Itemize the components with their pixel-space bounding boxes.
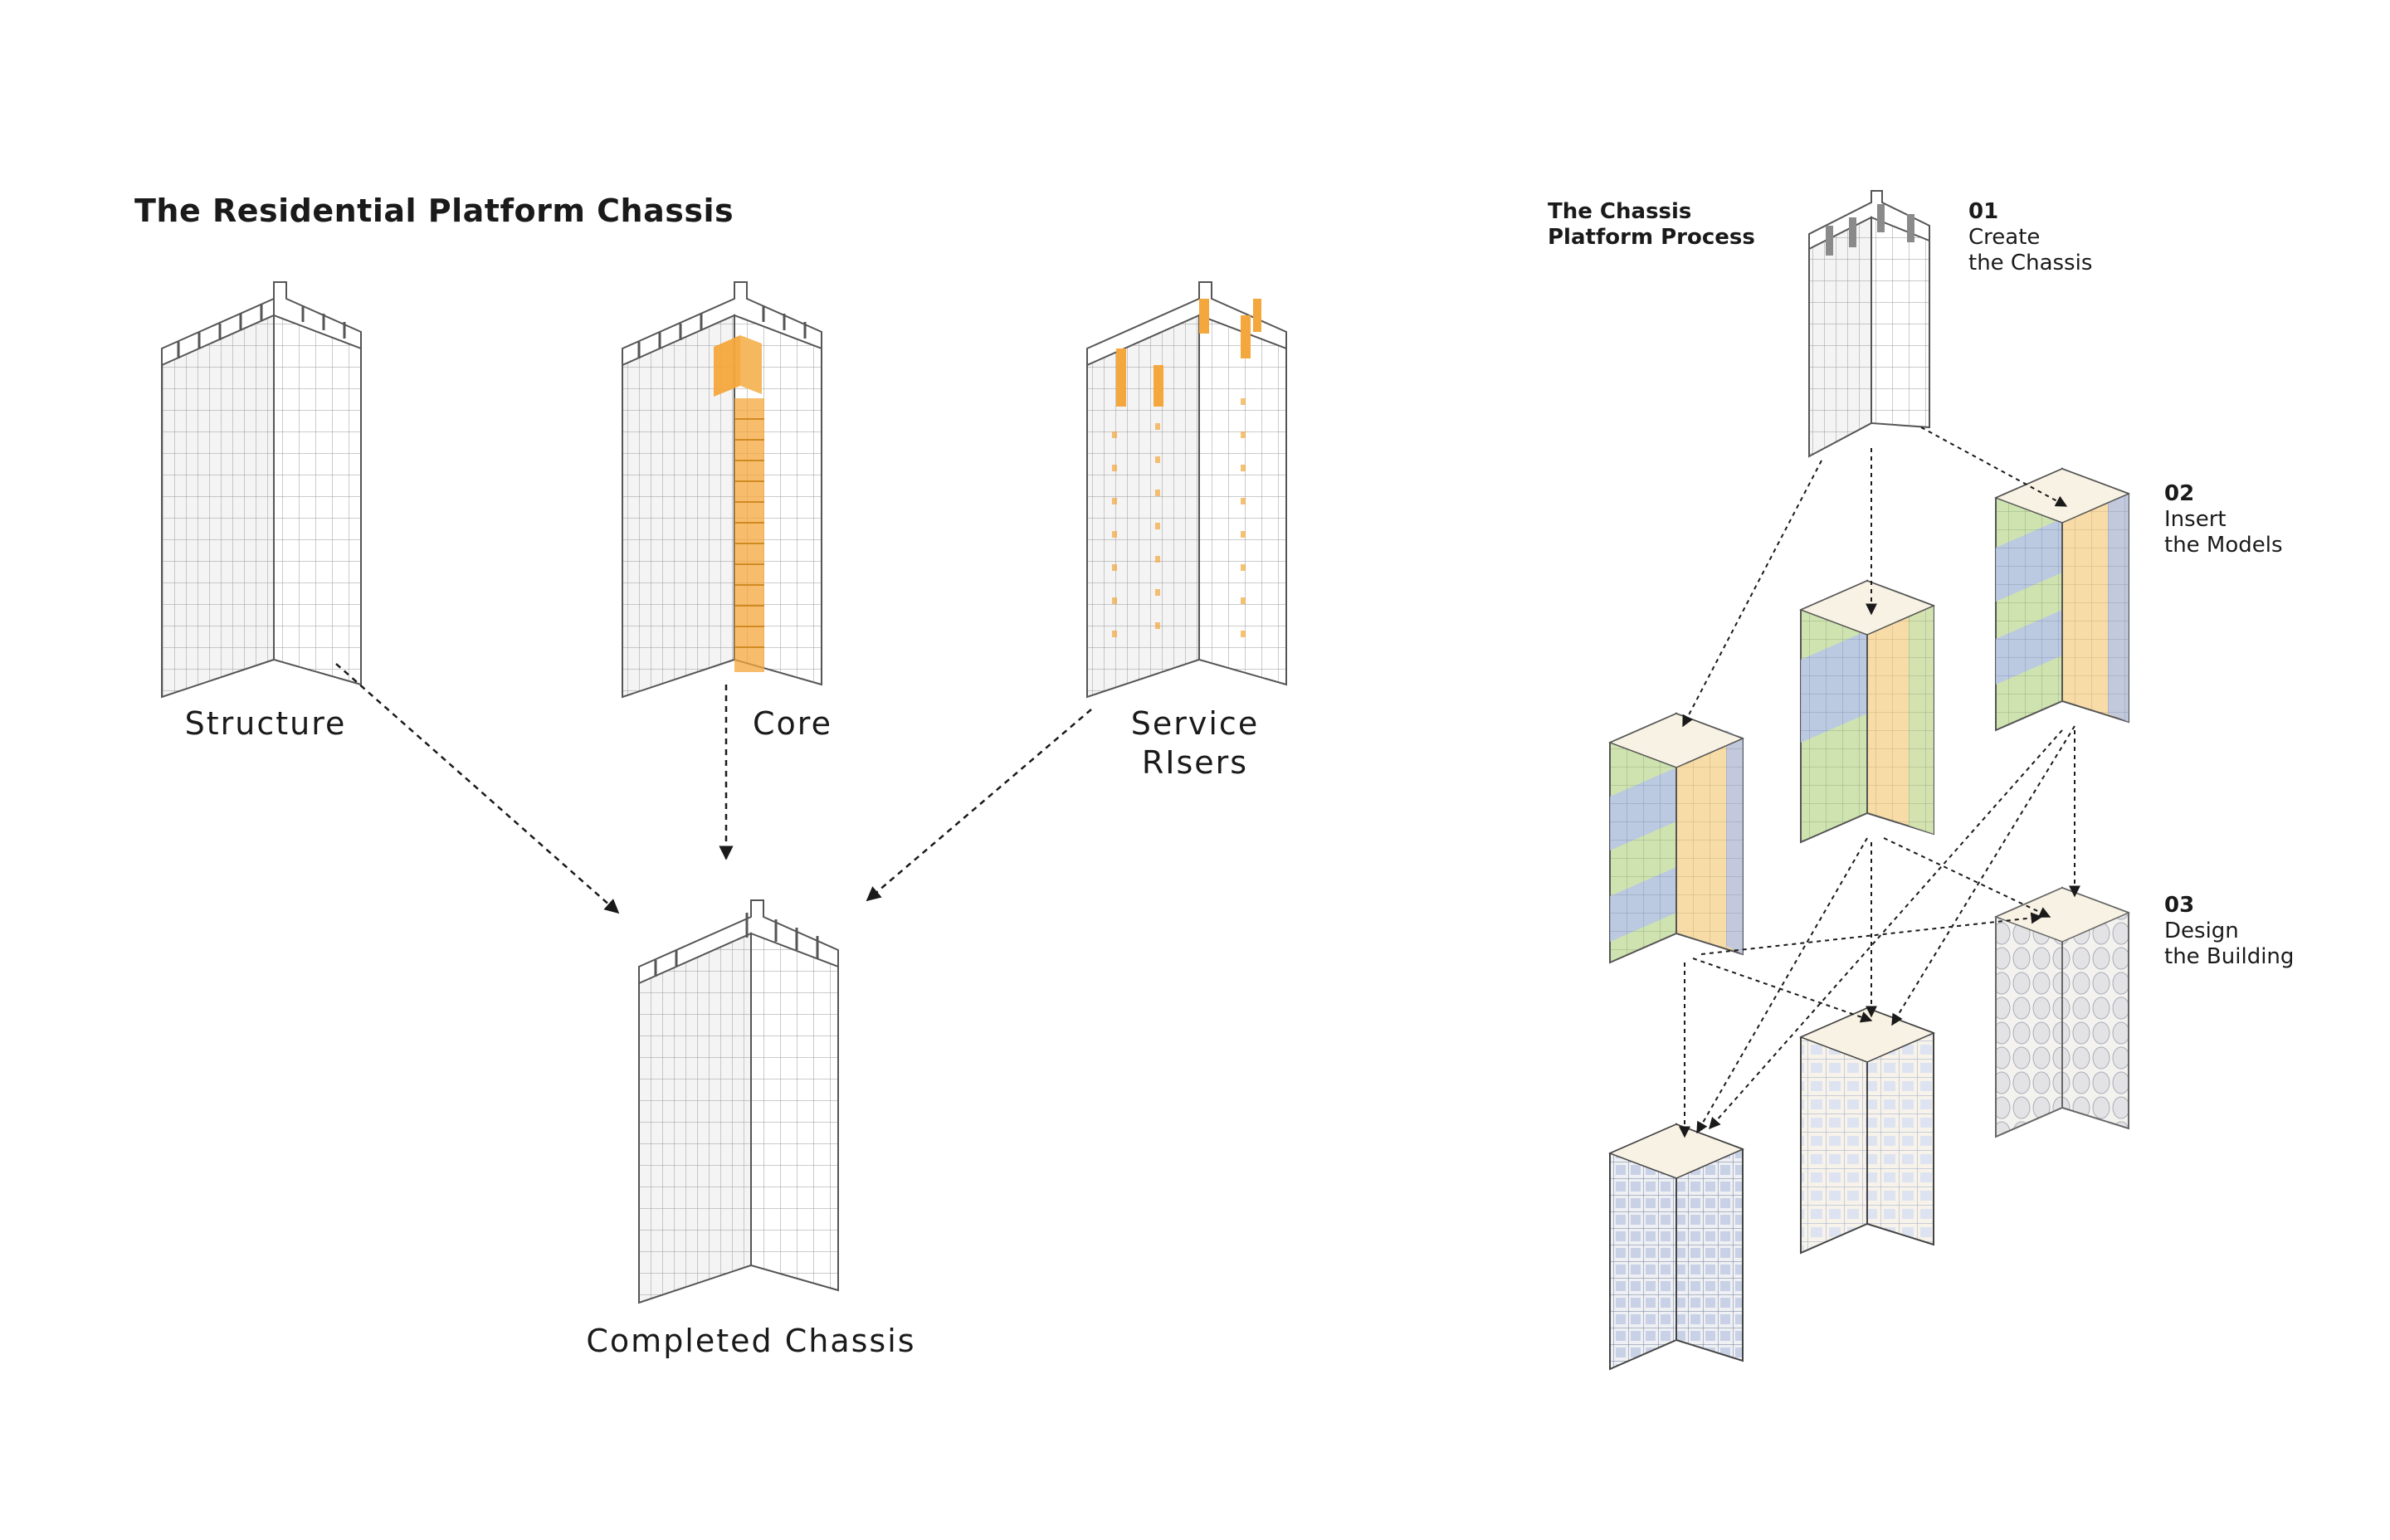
step-03-number: 03 bbox=[2164, 893, 2195, 918]
model-tower-right bbox=[1994, 467, 2130, 732]
step-02-line1: Insert bbox=[2164, 507, 2227, 532]
label-service-line2: RIsers bbox=[1141, 744, 1249, 781]
process-title: The Chassis Platform Process bbox=[1548, 199, 1755, 251]
label-structure: Structure bbox=[184, 705, 347, 742]
step-01: 01 Create the Chassis bbox=[1968, 199, 2092, 276]
step-03-line2: the Building bbox=[2164, 944, 2295, 969]
step-02-line2: the Models bbox=[2164, 533, 2283, 558]
diagram-title: The Residential Platform Chassis bbox=[134, 192, 734, 229]
model-tower-center bbox=[1799, 579, 1935, 844]
label-completed-chassis: Completed Chassis bbox=[586, 1323, 916, 1359]
step-03: 03 Design the Building bbox=[2164, 893, 2294, 970]
step-03-line1: Design bbox=[2164, 919, 2239, 943]
building-design-right bbox=[1994, 886, 2130, 1138]
step-01-number: 01 bbox=[1968, 199, 1999, 224]
step-02-number: 02 bbox=[2164, 481, 2195, 506]
step-01-line2: the Chassis bbox=[1968, 251, 2093, 275]
completed-chassis-tower bbox=[638, 899, 839, 1304]
right-arrows bbox=[1679, 426, 2080, 1138]
arrow-risers-to-completed bbox=[866, 709, 1092, 902]
step-02: 02 Insert the Models bbox=[2164, 481, 2283, 558]
core-tower bbox=[622, 281, 822, 699]
model-tower-left bbox=[1608, 712, 1744, 964]
label-service-line1: Service bbox=[1130, 705, 1260, 742]
process-title-line2: Platform Process bbox=[1548, 225, 1755, 250]
label-core: Core bbox=[753, 705, 832, 742]
step-01-line1: Create bbox=[1968, 225, 2041, 250]
service-risers-tower bbox=[1086, 281, 1287, 699]
left-arrows bbox=[335, 663, 1092, 914]
building-design-left bbox=[1608, 1123, 1744, 1371]
process-title-line1: The Chassis bbox=[1548, 199, 1692, 224]
arrow-structure-to-completed bbox=[335, 663, 620, 914]
building-design-center bbox=[1799, 1006, 1935, 1255]
structure-tower bbox=[161, 281, 362, 699]
chassis-tower-01 bbox=[1808, 190, 1930, 458]
